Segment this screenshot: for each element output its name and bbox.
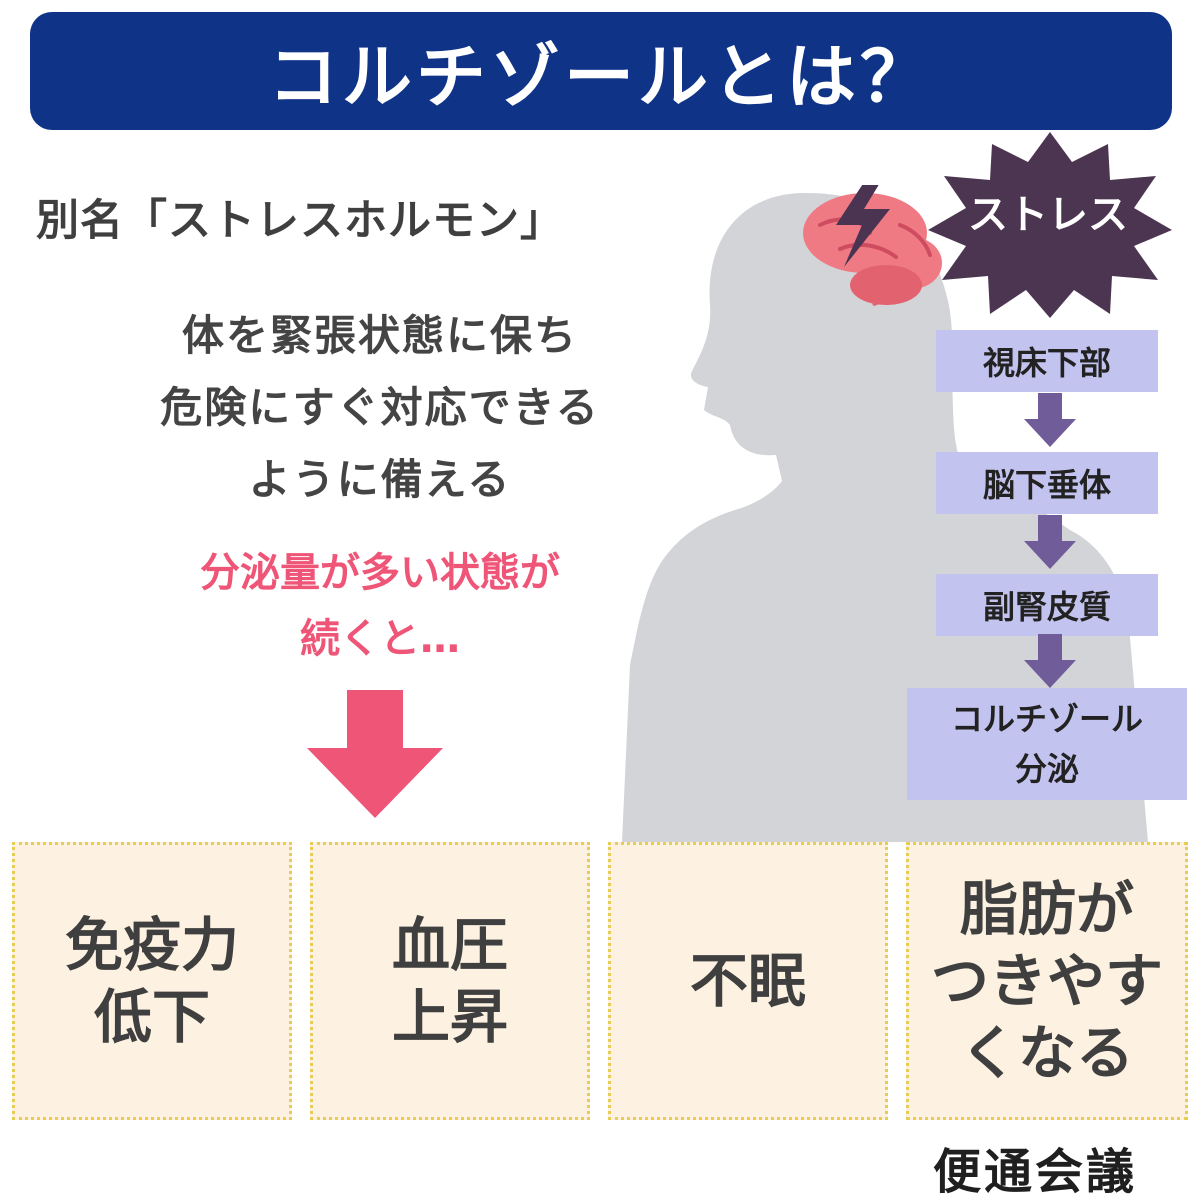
effect-line: 免疫力 <box>64 911 239 979</box>
brand-logo: 便通会議 <box>932 1144 1137 1200</box>
person-silhouette-icon <box>622 185 1148 842</box>
alias-text: 別名「ストレスホルモン」 <box>36 196 564 246</box>
effect-line: 低下 <box>93 983 210 1051</box>
flow-step-pituitary: 脳下垂体 <box>936 452 1158 514</box>
warning-line: 続くと… <box>300 616 460 662</box>
flow-step-cortisol-secretion: コルチゾール 分泌 <box>907 688 1187 800</box>
lightning-icon <box>836 185 890 267</box>
flow-step-label: コルチゾール <box>950 700 1143 738</box>
flow-arrow-icon <box>1024 515 1076 569</box>
effect-line: つきやす <box>930 947 1163 1015</box>
flow-step-label: 脳下垂体 <box>982 466 1111 504</box>
effect-line: 不眠 <box>689 947 806 1015</box>
stress-burst-icon <box>928 132 1172 318</box>
flow-step-adrenal-cortex: 副腎皮質 <box>936 574 1158 636</box>
warning-line: 分泌量が多い状態が <box>200 550 560 596</box>
title-banner: コルチゾールとは？ <box>30 12 1172 130</box>
description-line: ように備える <box>248 455 512 504</box>
effect-line: くなる <box>959 1019 1134 1087</box>
page-title: コルチゾールとは？ <box>268 35 934 118</box>
stress-label: ストレス <box>968 192 1128 238</box>
flow-step-label: 分泌 <box>1014 750 1079 788</box>
effect-card-blood-pressure: 血圧 上昇 <box>310 842 590 1120</box>
flow-arrow-icon <box>1024 393 1076 447</box>
description-line: 体を緊張状態に保ち <box>181 311 578 360</box>
effect-line: 上昇 <box>391 983 508 1051</box>
effect-line: 血圧 <box>391 911 508 979</box>
description-line: 危険にすぐ対応できる <box>160 383 600 432</box>
effect-card-immunity: 免疫力 低下 <box>12 842 292 1120</box>
effect-card-fat: 脂肪が つきやす くなる <box>906 842 1188 1120</box>
flow-step-hypothalamus: 視床下部 <box>936 330 1158 392</box>
effect-card-insomnia: 不眠 <box>608 842 888 1120</box>
brain-icon <box>803 193 942 306</box>
description: 体を緊張状態に保ち 危険にすぐ対応できる ように備える <box>60 300 700 516</box>
down-arrow-icon <box>307 690 443 818</box>
flow-arrow-icon <box>1024 634 1076 688</box>
flow-step-label: 副腎皮質 <box>982 588 1111 626</box>
effect-line: 脂肪が <box>959 875 1134 943</box>
flow-step-label: 視床下部 <box>982 344 1111 382</box>
warning: 分泌量が多い状態が 続くと… <box>100 540 660 672</box>
